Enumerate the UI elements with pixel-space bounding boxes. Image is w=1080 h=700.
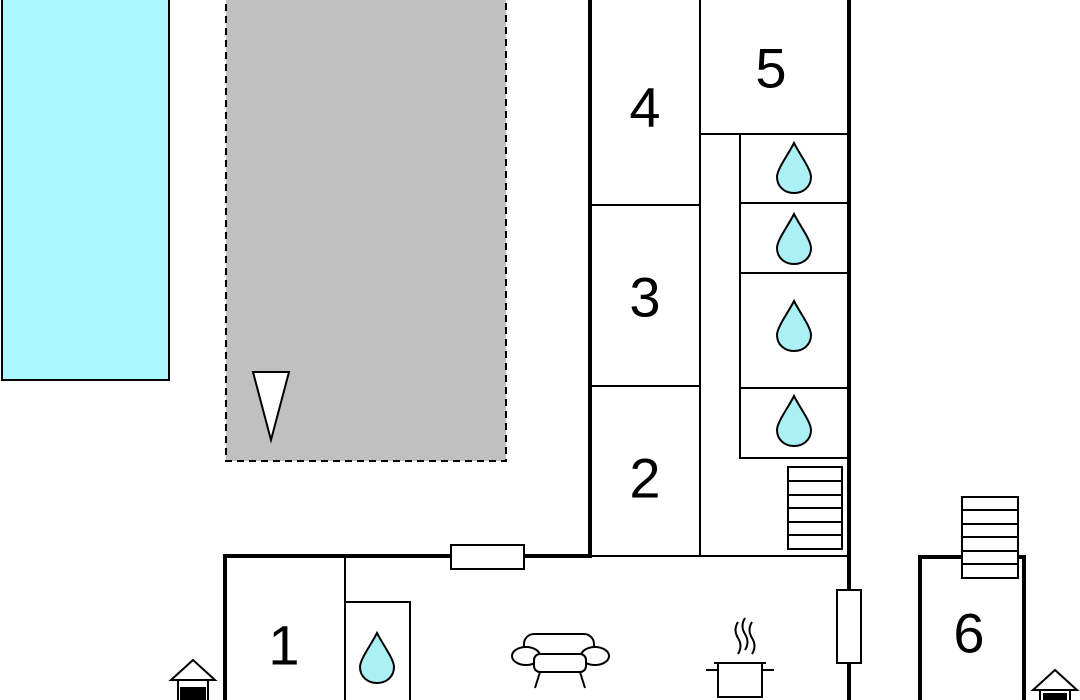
swimming-pool — [1, 0, 170, 381]
room-number-2: 2 — [629, 447, 660, 510]
water-drop-icon — [359, 632, 395, 684]
entrance-icon — [168, 658, 218, 700]
entrance-icon — [1030, 668, 1080, 700]
north-arrow-icon — [251, 371, 291, 444]
water-drop-icon — [776, 395, 812, 447]
interior-walls — [344, 0, 850, 700]
window — [450, 544, 525, 570]
stairs-icon — [961, 496, 1019, 579]
water-drop-icon — [776, 300, 812, 352]
room-number-4: 4 — [629, 76, 660, 139]
water-drop-icon — [776, 142, 812, 194]
stairs-icon — [787, 466, 843, 550]
room-number-3: 3 — [629, 266, 660, 329]
room-number-1: 1 — [268, 614, 299, 677]
cooking-pot-icon — [706, 617, 774, 698]
room-number-6: 6 — [953, 602, 984, 665]
sofa-icon — [511, 633, 610, 689]
window — [836, 589, 862, 664]
room-number-5: 5 — [755, 37, 786, 100]
water-drop-icon — [776, 213, 812, 265]
